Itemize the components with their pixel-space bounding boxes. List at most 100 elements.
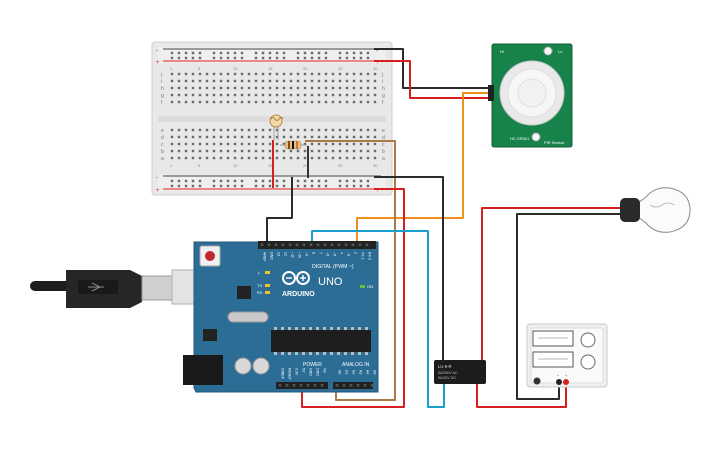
rail-hole[interactable] [317,179,321,183]
rail-hole[interactable] [177,51,181,55]
breadboard-hole[interactable] [254,93,258,97]
breadboard-hole[interactable] [170,156,174,160]
breadboard-hole[interactable] [345,86,349,90]
breadboard-hole[interactable] [331,79,335,83]
breadboard-hole[interactable] [338,86,342,90]
breadboard-hole[interactable] [170,142,174,146]
breadboard-hole[interactable] [198,128,202,132]
breadboard-hole[interactable] [219,72,223,76]
breadboard-hole[interactable] [317,142,321,146]
wire-black-pir-gnd[interactable] [374,48,492,89]
breadboard-hole[interactable] [331,93,335,97]
breadboard-hole[interactable] [338,93,342,97]
breadboard-hole[interactable] [219,156,223,160]
breadboard-hole[interactable] [247,142,251,146]
breadboard-hole[interactable] [247,79,251,83]
breadboard-hole[interactable] [373,142,377,146]
power-pin[interactable] [292,384,296,387]
rail-hole[interactable] [240,56,244,60]
breadboard-hole[interactable] [198,86,202,90]
breadboard-hole[interactable] [317,156,321,160]
breadboard-hole[interactable] [219,79,223,83]
rail-hole[interactable] [191,51,195,55]
breadboard-hole[interactable] [282,156,286,160]
breadboard-hole[interactable] [296,128,300,132]
rail-hole[interactable] [191,184,195,188]
digital-pin[interactable] [267,243,271,247]
breadboard-hole[interactable] [254,142,258,146]
rail-hole[interactable] [275,184,279,188]
breadboard-hole[interactable] [275,93,279,97]
rail-hole[interactable] [254,56,258,60]
breadboard-hole[interactable] [352,135,356,139]
digital-pin[interactable] [302,243,306,247]
breadboard-hole[interactable] [268,156,272,160]
breadboard-hole[interactable] [226,135,230,139]
breadboard-hole[interactable] [338,149,342,153]
breadboard-hole[interactable] [247,86,251,90]
breadboard-hole[interactable] [317,93,321,97]
rail-hole[interactable] [212,184,216,188]
breadboard-hole[interactable] [310,72,314,76]
breadboard-hole[interactable] [247,156,251,160]
breadboard-hole[interactable] [261,86,265,90]
breadboard-hole[interactable] [233,149,237,153]
breadboard-hole[interactable] [359,142,363,146]
rail-hole[interactable] [338,51,342,55]
breadboard-hole[interactable] [331,72,335,76]
breadboard-hole[interactable] [275,149,279,153]
analog-pin[interactable] [335,384,339,387]
breadboard-hole[interactable] [226,142,230,146]
breadboard-hole[interactable] [219,149,223,153]
analog-pin[interactable] [370,384,374,387]
breadboard-hole[interactable] [184,93,188,97]
breadboard-hole[interactable] [261,149,265,153]
breadboard-hole[interactable] [345,79,349,83]
rail-hole[interactable] [275,51,279,55]
rail-hole[interactable] [254,184,258,188]
breadboard-hole[interactable] [191,86,195,90]
breadboard-hole[interactable] [345,93,349,97]
breadboard-hole[interactable] [317,100,321,104]
rail-hole[interactable] [352,56,356,60]
rail-hole[interactable] [310,184,314,188]
breadboard-hole[interactable] [198,149,202,153]
breadboard-hole[interactable] [205,156,209,160]
breadboard-hole[interactable] [345,72,349,76]
breadboard-hole[interactable] [366,79,370,83]
power-pin[interactable] [313,384,317,387]
breadboard-hole[interactable] [317,135,321,139]
breadboard-hole[interactable] [198,142,202,146]
breadboard-hole[interactable] [254,135,258,139]
digital-pin[interactable] [351,243,355,247]
photoresistor[interactable] [269,114,284,140]
breadboard-hole[interactable] [184,86,188,90]
breadboard-hole[interactable] [310,128,314,132]
breadboard-hole[interactable] [177,93,181,97]
breadboard-hole[interactable] [226,149,230,153]
breadboard-hole[interactable] [296,149,300,153]
rail-hole[interactable] [282,179,286,183]
breadboard-hole[interactable] [310,142,314,146]
rail-hole[interactable] [352,179,356,183]
breadboard-hole[interactable] [289,79,293,83]
reset-button[interactable] [205,251,215,261]
breadboard-hole[interactable] [184,100,188,104]
breadboard-hole[interactable] [282,142,286,146]
rail-hole[interactable] [310,56,314,60]
breadboard-hole[interactable] [184,128,188,132]
breadboard-hole[interactable] [366,128,370,132]
breadboard-hole[interactable] [359,128,363,132]
breadboard-hole[interactable] [226,72,230,76]
rail-hole[interactable] [226,56,230,60]
breadboard-hole[interactable] [324,93,328,97]
voltage-knob[interactable] [580,332,596,348]
usb-cable[interactable] [30,269,208,308]
breadboard-hole[interactable] [324,86,328,90]
breadboard-hole[interactable] [191,100,195,104]
rail-hole[interactable] [240,184,244,188]
rail-hole[interactable] [317,184,321,188]
rail-hole[interactable] [268,51,272,55]
breadboard-hole[interactable] [352,100,356,104]
breadboard-hole[interactable] [212,79,216,83]
